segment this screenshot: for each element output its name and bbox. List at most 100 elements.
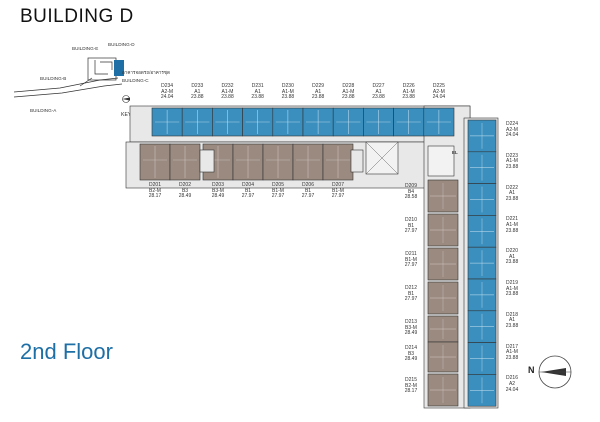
unit-code: D221	[506, 216, 518, 223]
unit-code: D230	[281, 83, 294, 89]
unit-type: A2-M	[506, 126, 518, 133]
unit-code: D204	[242, 182, 254, 188]
unit-type: A1-M	[506, 349, 518, 356]
unit-area: 27.97	[271, 193, 285, 200]
unit-area: 28.49	[211, 193, 225, 200]
unit-type: B3-M	[212, 187, 224, 194]
unit-area: 27.97	[301, 193, 315, 200]
unit-type: B2-M	[149, 187, 161, 194]
unit-code: D217	[506, 343, 518, 350]
unit-area: 23.88	[505, 322, 519, 329]
building-title: BUILDING D	[20, 6, 134, 27]
unit-area: 23.88	[281, 94, 295, 101]
unit-type: B2-M	[405, 382, 417, 389]
unit-code: D207	[332, 182, 344, 188]
unit-code: D203	[212, 182, 224, 188]
unit-area: 23.88	[505, 163, 519, 170]
unit-type: B1	[407, 290, 415, 297]
key-plan-label-e: BUILDING-E	[72, 46, 99, 51]
unit-area: 23.88	[221, 94, 234, 101]
unit-area: 28.49	[404, 330, 418, 337]
key-plan-thai-note: อาคารจอดรถ/อาคารชุด	[122, 70, 170, 75]
unit-type: B1	[244, 187, 252, 194]
unit-area: 27.97	[241, 193, 255, 200]
unit-type: B4	[407, 188, 415, 195]
unit-code: D210	[405, 217, 417, 223]
unit-area: 23.88	[251, 94, 264, 101]
unit-type: A2	[508, 380, 516, 387]
unit-area: 23.88	[505, 227, 519, 234]
unit-type: B1-M	[405, 256, 417, 263]
unit-type: A1-M	[506, 158, 518, 165]
unit-type: A1-M	[402, 88, 415, 95]
unit-code: D220	[506, 248, 518, 255]
unit-code: D213	[405, 319, 417, 325]
unit-type: A1	[375, 88, 382, 95]
unit-code: D216	[506, 375, 518, 382]
unit-area: 23.88	[505, 354, 519, 361]
floor-title: 2nd Floor	[20, 339, 113, 364]
unit-area: 23.88	[372, 94, 385, 101]
unit-area: 23.88	[342, 94, 355, 101]
unit-area: 24.04	[505, 132, 519, 139]
unit-code: D233	[191, 83, 204, 89]
unit-area: 24.04	[505, 386, 519, 393]
unit-area: 28.49	[404, 356, 418, 363]
unit-type: B3-M	[405, 324, 417, 331]
unit-type: A1-M	[506, 285, 518, 292]
unit-code: D215	[405, 377, 417, 383]
unit-code: D205	[272, 182, 284, 188]
unit-type: A1	[508, 190, 516, 197]
key-plan-label-b: BUILDING-B	[40, 76, 67, 81]
unit-code: D227	[372, 83, 385, 89]
key-plan-label-c: BUILDING-C	[122, 78, 149, 83]
unit-area: 23.88	[505, 259, 519, 266]
unit-code: D225	[432, 83, 445, 89]
unit-area: 24.04	[432, 94, 446, 101]
stairwell-mid	[350, 149, 364, 173]
lift-core	[427, 145, 455, 177]
unit-code: D219	[506, 280, 518, 286]
unit-type: A1	[315, 88, 322, 95]
unit-code: D201	[149, 182, 161, 188]
unit-code: D223	[506, 152, 518, 159]
lift-label: EL	[452, 150, 458, 155]
unit-type: A1	[254, 88, 261, 95]
unit-type: A2-M	[432, 88, 445, 95]
unit-code: D231	[251, 83, 264, 89]
unit-area: 28.49	[178, 193, 192, 200]
unit-area: 23.88	[505, 195, 519, 202]
unit-type: B1-M	[272, 187, 284, 194]
unit-area: 24.04	[160, 94, 174, 101]
unit-area: 23.88	[402, 94, 415, 101]
unit-area: 27.97	[404, 296, 418, 303]
unit-type: A1-M	[342, 88, 355, 95]
unit-area: 27.97	[331, 193, 345, 200]
unit-area: 23.88	[505, 291, 519, 298]
